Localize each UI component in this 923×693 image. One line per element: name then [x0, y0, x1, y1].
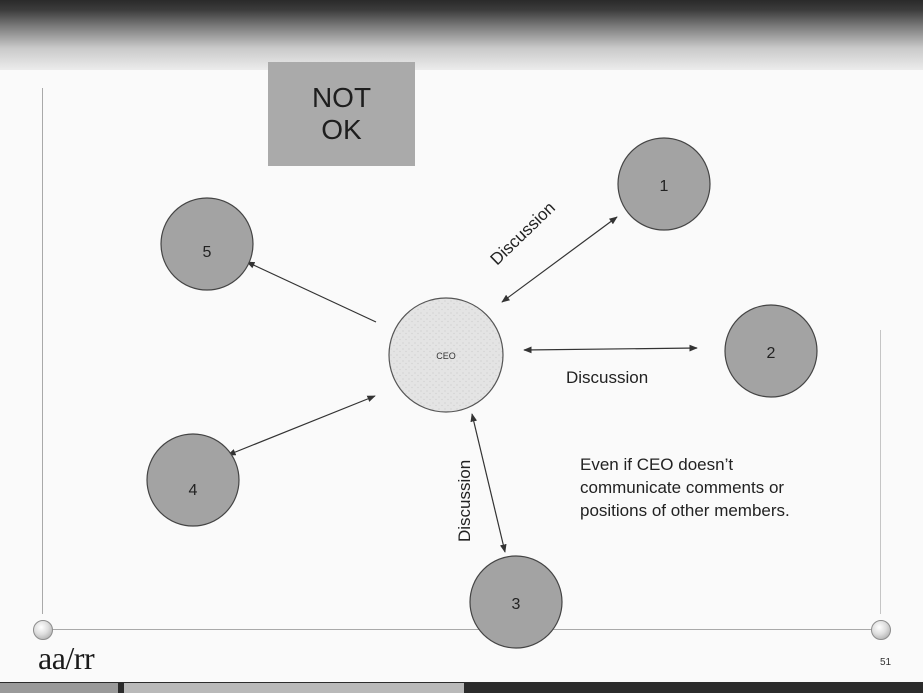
- member-node-5: 5: [160, 197, 254, 291]
- footer-band-segment: [0, 683, 118, 693]
- left-frame-line: [42, 88, 43, 614]
- member-node-label: 5: [203, 244, 212, 261]
- frame-knob-right: [871, 620, 891, 640]
- right-frame-line: [880, 330, 881, 614]
- member-node-label: 1: [660, 178, 669, 195]
- member-node-3: 3: [469, 555, 563, 649]
- member-node-label: 3: [512, 596, 521, 613]
- aalrr-logo: aa/rr: [38, 640, 95, 676]
- header-band: [0, 0, 923, 70]
- not-ok-text: NOT OK: [311, 82, 372, 145]
- edge-ceo-1: [501, 216, 618, 303]
- not-ok-box: NOT OK: [268, 62, 415, 166]
- frame-knob-left: [33, 620, 53, 640]
- member-node-4: 4: [146, 433, 240, 527]
- page-number: 51: [880, 657, 892, 668]
- member-node-label: 2: [767, 345, 776, 362]
- edge-ceo-4: [227, 395, 376, 456]
- ceo-node: CEO: [388, 297, 504, 413]
- edge-label-2: Discussion: [566, 368, 648, 387]
- member-node-label: 4: [189, 482, 198, 499]
- edge-label-3: Discussion: [455, 460, 474, 542]
- member-node-2: 2: [724, 304, 818, 398]
- note-text: Even if CEO doesn’t communicate comments…: [580, 455, 790, 520]
- edge-ceo-2: [523, 344, 698, 354]
- edge-ceo-3: [470, 413, 507, 553]
- edge-ceo-5: [246, 261, 377, 323]
- ceo-node-label: CEO: [436, 351, 456, 361]
- bottom-frame-line: [42, 629, 880, 630]
- footer-band-segment: [124, 683, 464, 693]
- member-node-1: 1: [617, 137, 711, 231]
- edge-label-1: Discussion: [487, 198, 559, 269]
